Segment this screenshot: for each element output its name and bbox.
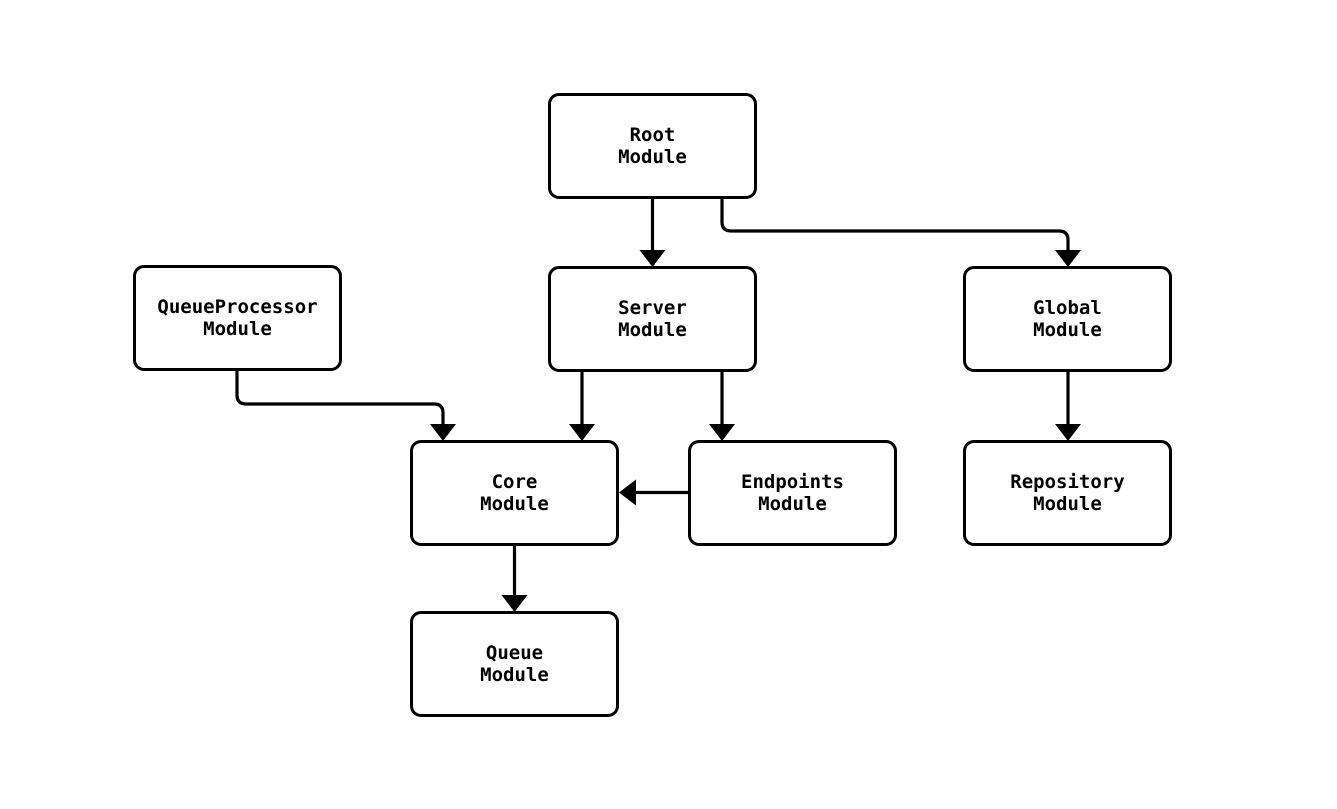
node-label-line: Core [491, 471, 538, 493]
node-label-line: Repository [1010, 471, 1125, 493]
node-queueprocessor-module: QueueProcessor Module [133, 265, 342, 371]
node-label-line: Module [480, 493, 549, 515]
node-label-line: Module [1033, 493, 1102, 515]
node-label-line: Queue [485, 642, 544, 664]
edge-global-to-repository [1055, 372, 1081, 441]
node-label-line: QueueProcessor [157, 296, 318, 318]
node-label-line: Module [480, 664, 549, 686]
edge-core-to-queue [501, 545, 528, 612]
node-label-line: Module [203, 318, 272, 340]
node-label-line: Module [618, 146, 687, 168]
edge-root-to-server [639, 198, 666, 267]
node-queue-module: Queue Module [410, 611, 619, 717]
node-label-line: Root [629, 124, 676, 146]
node-label-line: Endpoints [741, 471, 844, 493]
node-label-line: Server [618, 297, 687, 319]
edge-queueprocessor-to-core [235, 369, 456, 441]
edge-endpoints-to-core [619, 479, 688, 506]
node-core-module: Core Module [410, 440, 619, 546]
edge-server-to-core [569, 372, 595, 441]
node-root-module: Root Module [548, 93, 757, 199]
node-repository-module: Repository Module [963, 440, 1172, 546]
node-label-line: Module [618, 319, 687, 341]
edge-root-to-global [720, 198, 1081, 267]
node-label-line: Global [1033, 297, 1102, 319]
node-server-module: Server Module [548, 266, 757, 372]
node-label-line: Module [758, 493, 827, 515]
node-label-line: Module [1033, 319, 1102, 341]
node-endpoints-module: Endpoints Module [688, 440, 897, 546]
edge-server-to-endpoints [709, 372, 735, 441]
node-global-module: Global Module [963, 266, 1172, 372]
